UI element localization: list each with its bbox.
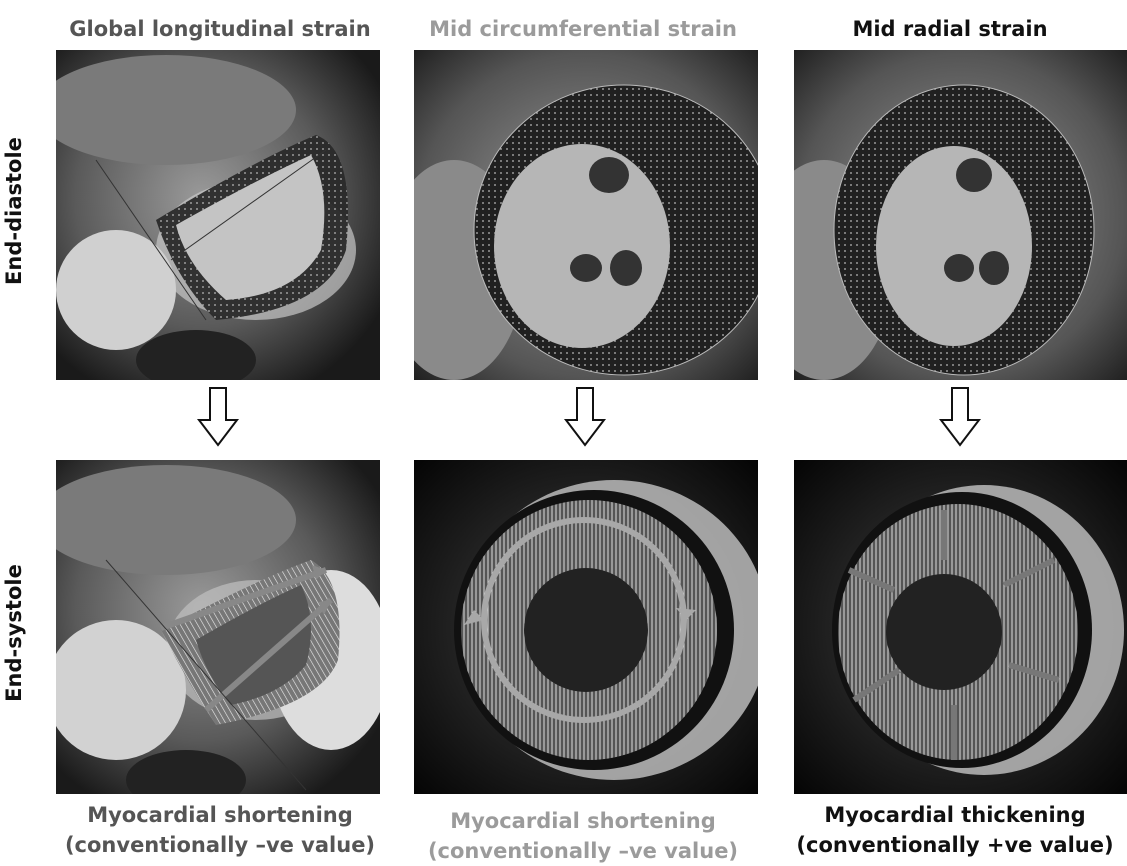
caption-longitudinal: Myocardial shortening (conventionally –v… <box>40 800 400 860</box>
column-title-radial: Mid radial strain <box>780 12 1120 46</box>
caption-radial: Myocardial thickening (conventionally +v… <box>785 800 1125 860</box>
down-arrow-outline-icon <box>938 386 982 448</box>
image-radial-end-systole <box>794 460 1127 794</box>
caption-longitudinal-line1: Myocardial shortening <box>40 800 400 830</box>
down-arrow-outline-icon <box>196 386 240 448</box>
caption-circumferential-line2: (conventionally –ve value) <box>398 836 768 866</box>
image-longitudinal-end-diastole <box>56 50 380 380</box>
caption-circumferential-line1: Myocardial shortening <box>398 806 768 836</box>
column-title-circumferential: Mid circumferential strain <box>398 12 768 46</box>
caption-radial-line2: (conventionally +ve value) <box>785 830 1125 860</box>
caption-circumferential: Myocardial shortening (conventionally –v… <box>398 806 768 866</box>
down-arrow-outline-icon <box>563 386 607 448</box>
caption-radial-line1: Myocardial thickening <box>785 800 1125 830</box>
image-circumferential-end-diastole <box>414 50 758 380</box>
image-longitudinal-end-systole <box>56 460 380 794</box>
image-radial-end-diastole <box>794 50 1127 380</box>
column-title-longitudinal: Global longitudinal strain <box>40 12 400 46</box>
caption-longitudinal-line2: (conventionally –ve value) <box>40 830 400 860</box>
image-circumferential-end-systole <box>414 460 758 794</box>
row-label-end-systole: End-systole <box>0 533 29 733</box>
row-label-end-diastole: End-diastole <box>0 111 29 311</box>
